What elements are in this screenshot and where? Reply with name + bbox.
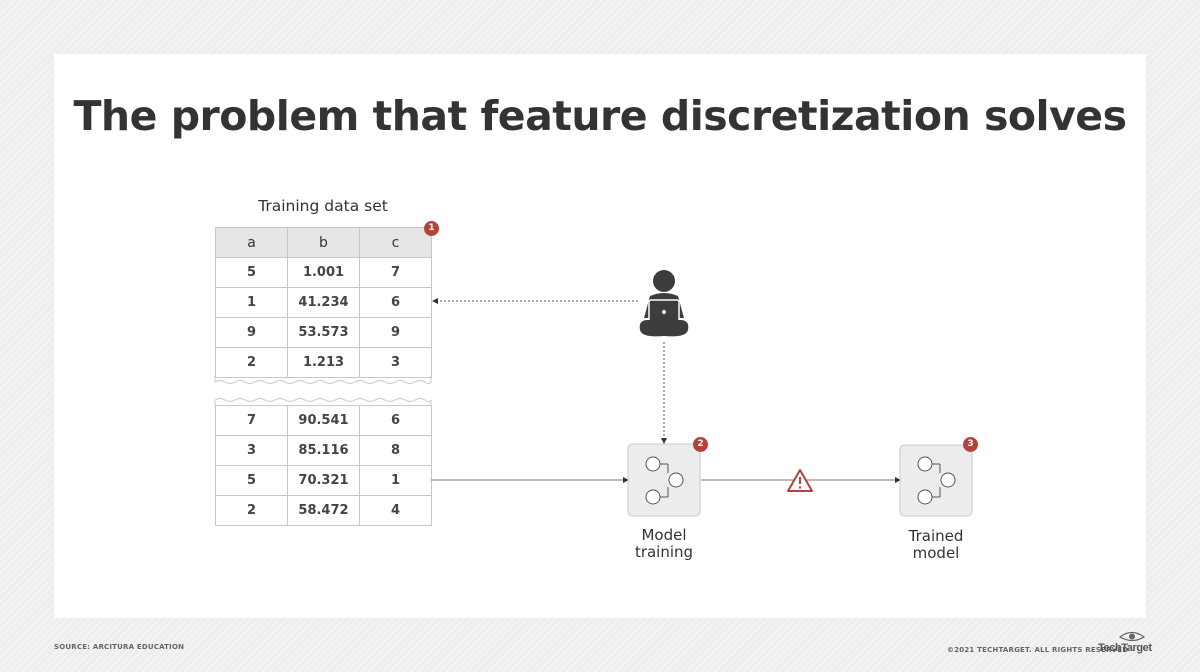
trained-model-label: Trained model [876,528,996,562]
trained-model-box [899,444,973,517]
table-cell: 9 [359,317,432,348]
arrowhead-icon [661,438,667,444]
table-row: 3 85.116 8 [215,435,432,466]
model-training-box [627,443,701,517]
table-row: 7 90.541 6 [215,405,432,436]
table-row: 9 53.573 9 [215,317,432,348]
trained-model-label-line1: Trained [908,527,964,545]
model-training-label-line2: training [634,543,694,561]
table-cell: 3 [359,347,432,378]
step-badge-1: 1 [424,221,439,236]
table-cell: 58.472 [287,495,360,526]
table-cell: 85.116 [287,435,360,466]
table-cell: 6 [359,287,432,318]
step-badge-3: 3 [963,437,978,452]
page-title: The problem that feature discretization … [73,92,1127,140]
table-cell: 1.001 [287,257,360,288]
table-cell: 41.234 [287,287,360,318]
table-row: 2 1.213 3 [215,347,432,378]
model-training-label: Model training [604,527,724,561]
table-cell: 5 [215,257,288,288]
table-cell: 6 [359,405,432,436]
table-cell: 53.573 [287,317,360,348]
training-data-table-bottom: 7 90.541 6 3 85.116 8 5 70.321 1 2 58.47… [215,405,432,526]
techtarget-logo-icon [1118,631,1146,642]
model-training-label-line1: Model [641,526,687,544]
model-node-icon [917,456,956,505]
trained-model-label-line2: model [912,544,960,562]
person-with-laptop-icon [639,270,689,337]
step-badge-2: 2 [693,437,708,452]
table-row: 2 58.472 4 [215,495,432,526]
model-node-icon [645,456,684,505]
brand-logo: TechTarget [1098,642,1152,654]
table-cell: 4 [359,495,432,526]
source-credit: SOURCE: ARCITURA EDUCATION [54,643,185,651]
table-cell: 7 [359,257,432,288]
table-cell: 7 [215,405,288,436]
arrowhead-icon [895,477,901,483]
column-header: b [287,227,360,258]
table-header-row: a b c [215,227,432,258]
table-caption: Training data set [258,197,388,215]
arrowhead-icon [432,298,438,304]
warning-triangle-icon [787,469,813,492]
arrowhead-icon [623,477,629,483]
table-row: 5 1.001 7 [215,257,432,288]
training-data-table-top: a b c 5 1.001 7 1 41.234 6 9 53.573 9 2 … [215,227,432,378]
table-cell: 2 [215,347,288,378]
table-cell: 9 [215,317,288,348]
table-cell: 8 [359,435,432,466]
table-break-edge-bottom [214,398,432,402]
table-cell: 1.213 [287,347,360,378]
table-cell: 70.321 [287,465,360,496]
table-break-edge-top [214,380,432,384]
copyright-notice: ©2021 TECHTARGET. ALL RIGHTS RESERVED [947,646,1129,654]
column-header: c [359,227,432,258]
